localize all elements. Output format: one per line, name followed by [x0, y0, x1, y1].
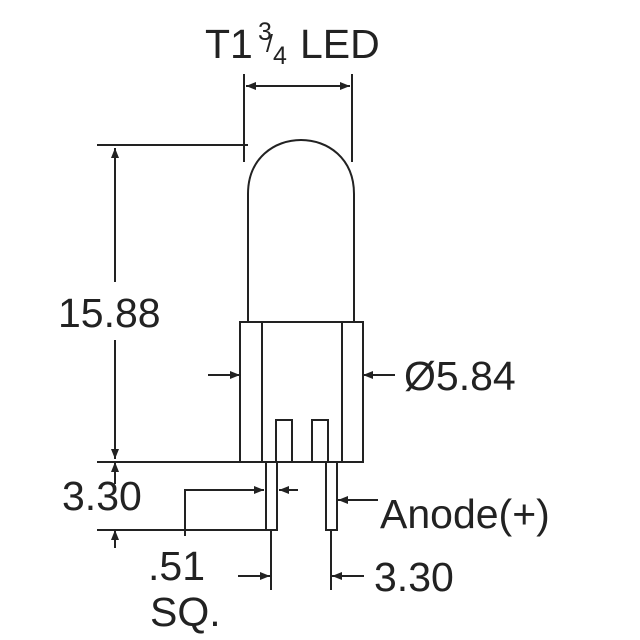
lead-square-unit: SQ.: [150, 589, 221, 635]
lead-square-dimension: .51 SQ.: [148, 486, 298, 635]
led-flange: [239, 321, 364, 463]
lead-length-dimension: 3.30: [62, 462, 266, 548]
lead-square-leader: [184, 489, 246, 536]
title-fraction-denominator: 4: [273, 42, 287, 70]
title-prefix: T1: [205, 21, 253, 67]
leads: [265, 462, 338, 531]
led-body: [239, 139, 364, 463]
anode-label: Anode(+): [380, 491, 550, 537]
title-fraction-slash: /: [266, 30, 273, 58]
lead-square-value: .51: [148, 543, 205, 589]
lead-spacing-dimension: 3.30: [238, 530, 454, 600]
inner-pin-right: [311, 419, 329, 462]
lead-spacing-value: 3.30: [374, 554, 454, 600]
diameter-value: Ø5.84: [404, 353, 516, 399]
lead-anode: [325, 462, 338, 531]
title-fraction-numerator: 3: [258, 18, 272, 46]
inner-pin-left: [275, 419, 293, 462]
lead-left: [265, 462, 278, 531]
title: T1 3 / 4 LED: [205, 18, 380, 70]
title-suffix: LED: [300, 21, 380, 67]
lead-length-value: 3.30: [62, 473, 142, 519]
anode-callout: Anode(+): [338, 491, 550, 537]
led-dome: [247, 139, 355, 322]
height-dimension: 15.88: [58, 144, 248, 463]
body-width-dimension: [243, 74, 353, 162]
height-value: 15.88: [58, 290, 161, 336]
diameter-dimension: Ø5.84: [208, 353, 516, 399]
